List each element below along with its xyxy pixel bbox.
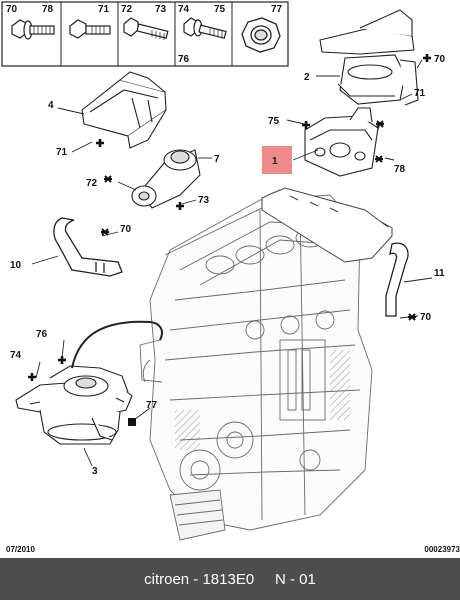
torque-rod-part-7 — [131, 149, 201, 209]
hex-nut-icon — [241, 17, 281, 53]
strip-label-77: 77 — [271, 4, 283, 15]
hook-bracket-part-11 — [385, 242, 409, 317]
callout-10: 10 — [10, 260, 22, 271]
star-marker-icon — [104, 175, 112, 183]
star-markers — [101, 120, 416, 321]
plus-marker-icon — [423, 54, 431, 62]
strip-label-73: 73 — [155, 4, 167, 15]
caption-text: citroen - 1813E0 N - 01 — [144, 570, 316, 588]
footer-date: 07/2010 — [6, 545, 35, 554]
strip-label-71: 71 — [98, 4, 110, 15]
long-bolt-icon — [123, 17, 169, 40]
engine-bracket-part-4 — [81, 71, 167, 149]
callout-71-left: 71 — [56, 147, 68, 158]
footer-reference-number: 00023973 — [424, 545, 460, 554]
plus-marker-icon — [302, 121, 310, 129]
strip-label-72: 72 — [121, 4, 133, 15]
callout-76: 76 — [36, 329, 48, 340]
caption-bar: citroen - 1813E0 N - 01 — [0, 558, 460, 600]
callout-74: 74 — [10, 350, 22, 361]
plus-marker-icon — [28, 373, 36, 381]
callout-70-right: 70 — [420, 312, 432, 323]
plus-marker-icon — [96, 139, 104, 147]
callout-4: 4 — [48, 100, 54, 111]
star-marker-icon — [101, 228, 109, 236]
strip-label-74: 74 — [178, 4, 190, 15]
callout-70-left: 70 — [120, 224, 132, 235]
fastener-strip: 70 78 71 72 73 74 75 76 77 — [1, 1, 289, 67]
flange-bolt-76-icon — [183, 17, 227, 39]
strip-label-78: 78 — [42, 4, 54, 15]
plus-marker-icon — [58, 356, 66, 364]
cylinder-head-cover — [260, 187, 393, 263]
callout-73: 73 — [198, 195, 210, 206]
callout-7: 7 — [214, 154, 220, 165]
star-marker-icon — [375, 155, 383, 163]
flange-bolt-icon — [11, 19, 55, 40]
bolt-icon — [69, 19, 111, 39]
callout-71-right: 71 — [414, 88, 426, 99]
strip-label-70: 70 — [6, 4, 18, 15]
engine-block — [139, 194, 373, 541]
engine-mount-left-part-3 — [15, 320, 163, 445]
square-marker-icon — [128, 418, 136, 426]
support-bracket-part-1 — [304, 107, 379, 177]
callout-78-right: 78 — [394, 164, 406, 175]
callout-77: 77 — [146, 400, 158, 411]
callout-11: 11 — [434, 268, 445, 279]
strip-label-76: 76 — [178, 54, 190, 65]
hook-bracket-part-10 — [53, 217, 123, 277]
callout-3: 3 — [92, 466, 98, 477]
strip-label-75: 75 — [214, 4, 226, 15]
plus-marker-icon — [176, 202, 184, 210]
callout-75: 75 — [268, 116, 280, 127]
callout-1: 1 — [272, 156, 278, 167]
star-marker-icon — [408, 313, 416, 321]
callout-72: 72 — [86, 178, 98, 189]
star-marker-icon — [376, 120, 384, 128]
engine-mount-right — [319, 9, 419, 106]
callout-70-top: 70 — [434, 54, 446, 65]
callout-2: 2 — [304, 72, 310, 83]
highlight-part-1-box — [262, 146, 292, 174]
leader-lines — [31, 59, 433, 467]
parts-diagram: 70 78 71 72 73 74 75 76 77 — [1, 1, 446, 541]
plus-markers — [28, 54, 431, 381]
